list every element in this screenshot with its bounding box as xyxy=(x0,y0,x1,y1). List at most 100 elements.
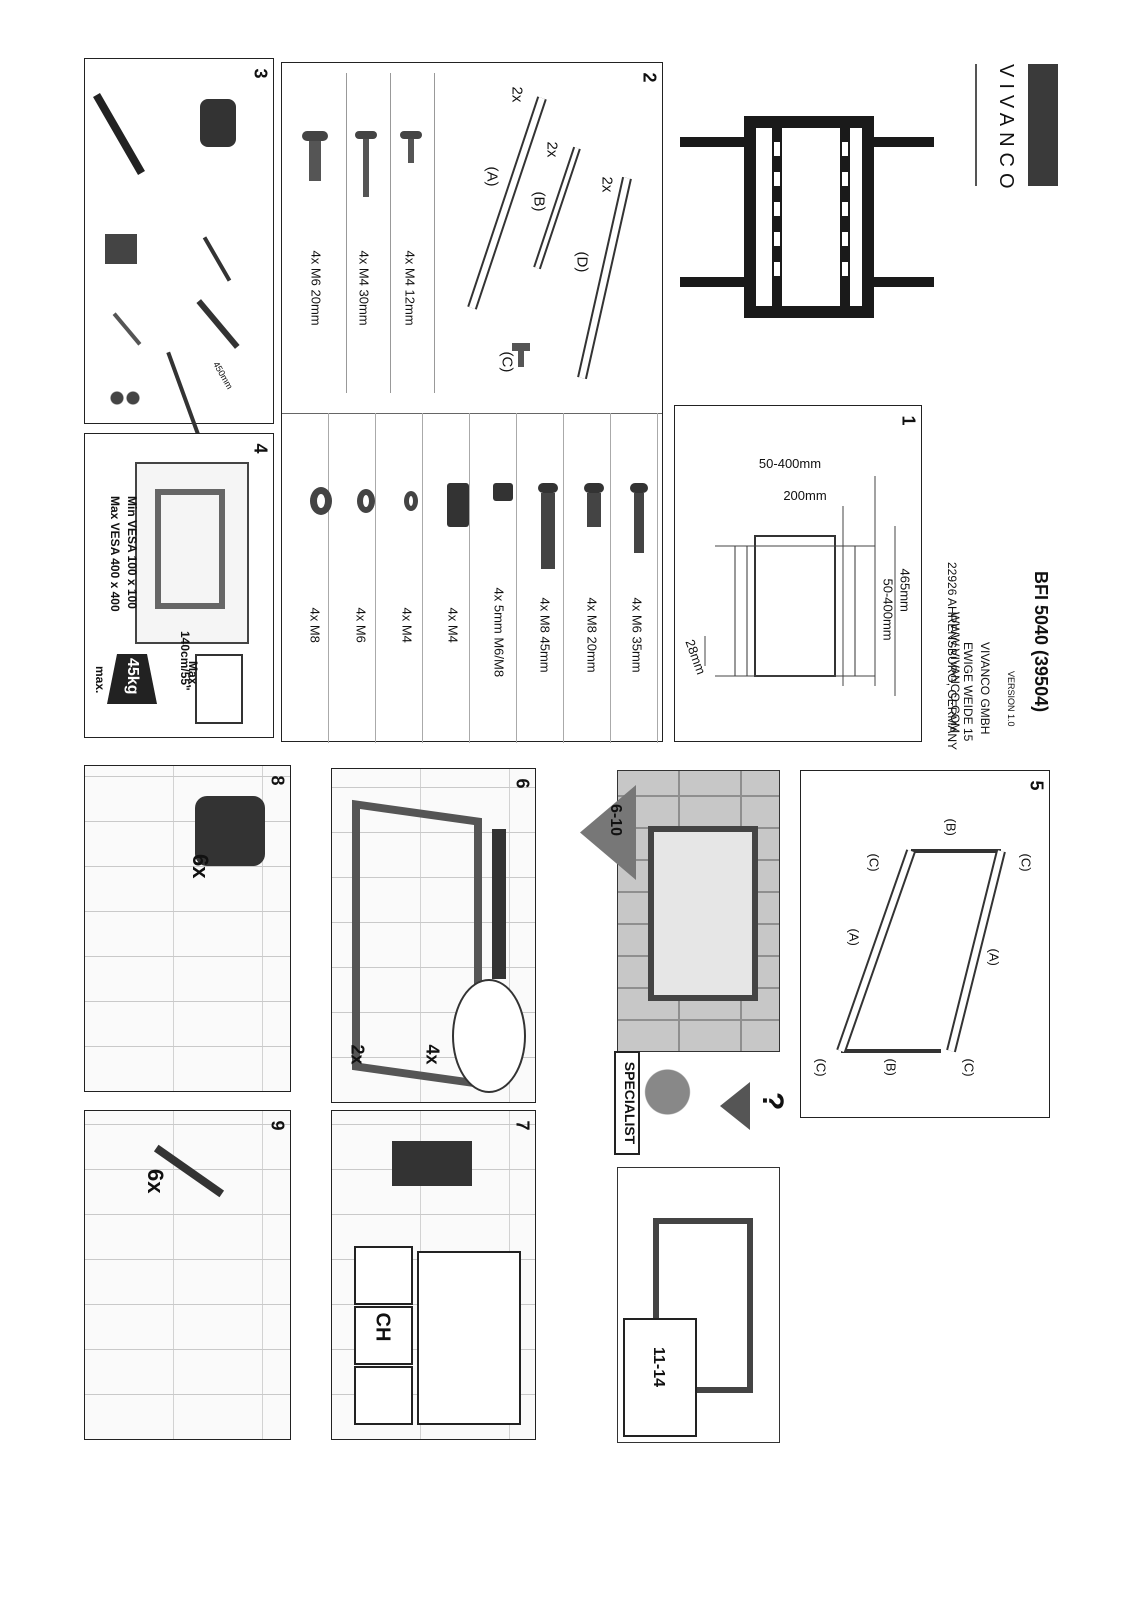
screw-m6-20-icon xyxy=(302,131,328,141)
dimension-diagram xyxy=(704,476,896,696)
dim-inner-label: 200mm xyxy=(783,488,827,503)
step-number: 3 xyxy=(250,68,271,79)
company-street: EWIGE WEIDE 15 xyxy=(961,642,975,742)
zoom-circle xyxy=(452,979,526,1093)
step-number: 2 xyxy=(639,72,660,83)
part-d-id: (D) xyxy=(573,251,591,273)
weight-max-label: max. xyxy=(93,666,107,694)
hardware-right-3: 4x M8 45mm xyxy=(537,597,553,673)
range-6-10-label: 6-10 xyxy=(607,804,624,837)
step-8-panel: 8 6x xyxy=(84,765,291,1092)
spirit-level-icon xyxy=(93,93,145,175)
step-9-panel: 9 6x xyxy=(84,1110,291,1440)
version-label: VERSION 1.0 xyxy=(1006,671,1016,727)
arrow-count-2x: 2x xyxy=(347,1044,368,1065)
part-label-c-bottom-right: (C) xyxy=(961,1058,977,1077)
stud-detector-icon xyxy=(392,1141,472,1186)
hardware-left-2: 4x M4 30mm xyxy=(356,250,372,326)
screw-m4-12-shaft xyxy=(408,139,414,163)
hardware-right-6: 4x M4 xyxy=(399,607,415,643)
hardware-col-left-2 xyxy=(390,73,391,393)
screen-size-icon xyxy=(195,654,243,724)
part-label-c-bottom-left: (C) xyxy=(813,1058,829,1077)
water-hazard-icon xyxy=(354,1366,413,1425)
hammer-icon xyxy=(196,299,240,349)
part-label-c-top-left: (C) xyxy=(866,853,882,872)
part-c-id: (C) xyxy=(498,351,516,373)
hardware-right-7: 4x M6 xyxy=(353,607,369,643)
step-number: 9 xyxy=(267,1120,288,1131)
model-title: BFI 5040 (39504) xyxy=(1031,571,1051,713)
two-persons-icon xyxy=(105,389,145,419)
screw-m4-30-icon xyxy=(355,131,377,139)
part-a-qty: 2x xyxy=(508,86,526,103)
dim-outer-label: 50-400mm xyxy=(758,456,822,471)
hardware-right-4: 4x 5mm M6/M8 xyxy=(491,587,507,678)
hardware-right-1: 4x M6 35mm xyxy=(629,597,645,673)
stud-detector-icon xyxy=(105,234,137,264)
screw-m4-30-shaft xyxy=(363,139,369,197)
part-b-id: (B) xyxy=(530,191,548,212)
hardware-left-3: 4x M6 20mm xyxy=(308,250,324,326)
assembly-diagram xyxy=(836,849,1006,1053)
washer-m6-icon xyxy=(357,489,375,513)
gas-hazard-box xyxy=(354,1306,413,1365)
drill-length-label: 450mm xyxy=(211,359,235,391)
drill-icon xyxy=(200,99,236,147)
step-1-panel: 1 50-400mm 200mm 465mm 50-400mm 28mm xyxy=(674,405,922,742)
hardware-right-grid xyxy=(282,413,662,743)
washer-m4-icon xyxy=(404,491,418,511)
screen-size-label: 140cm/55" xyxy=(178,631,192,691)
header-dark-bar xyxy=(1028,64,1058,186)
ch-label: CH xyxy=(371,1312,394,1342)
hardware-col-left-1 xyxy=(346,73,347,393)
part-label-c-top-right: (C) xyxy=(1018,853,1034,872)
tv-outline xyxy=(653,1218,753,1393)
step-2-panel: 2 2x (A) 2x (B) 2x (D) (C) 4x M4 12mm 4x… xyxy=(281,62,663,743)
spacer-m4-icon xyxy=(447,483,469,527)
part-d-qty: 2x xyxy=(598,176,616,193)
mount-product-image xyxy=(680,116,934,318)
range-11-14-label: 11-14 xyxy=(650,1347,667,1388)
arrow-count-4x: 4x xyxy=(422,1044,443,1065)
part-label-b-bottom: (B) xyxy=(883,1058,899,1076)
screw-m6-20-shaft xyxy=(309,141,321,181)
tv-illustration xyxy=(648,826,758,1001)
bolt-m6-35-shaft xyxy=(634,493,644,553)
hardware-right-2: 4x M8 20mm xyxy=(584,597,600,673)
hole-count-label: 6x xyxy=(188,854,213,879)
washer-m8-icon xyxy=(310,487,332,515)
parts-rails-illustration xyxy=(467,96,632,380)
part-label-b-top: (B) xyxy=(943,818,959,836)
company-name: VIVANCO GMBH xyxy=(978,642,992,735)
range-11-14-badge xyxy=(623,1318,697,1437)
power-hazard-icon xyxy=(354,1246,413,1305)
bolt-m6-35-icon xyxy=(630,483,648,493)
step-3-panel: 3 450mm xyxy=(84,58,274,457)
step-5-panel: 5 (B) (C) (C) (A) (A) (C) (B) (C) xyxy=(800,770,1050,1118)
drill-icon xyxy=(417,1251,521,1425)
wall-tv-illustration xyxy=(617,770,780,1052)
dim-vertical-label: 50-400mm xyxy=(880,578,896,641)
dim-height-label: 465mm xyxy=(897,568,913,612)
bolt-m8-20-shaft xyxy=(587,493,601,527)
step-number: 7 xyxy=(512,1120,533,1131)
company-web: WWW.VIVANCO.COM xyxy=(948,612,962,734)
step-6-panel: 6 4x 2x xyxy=(331,768,536,1103)
pencil-icon xyxy=(112,312,142,346)
part-label-a-right: (A) xyxy=(986,948,1002,966)
header-rule xyxy=(975,64,977,186)
vesa-min-label: Min VESA 100 x 100 xyxy=(125,496,139,609)
weight-value: 45kg xyxy=(124,658,141,695)
part-b-qty: 2x xyxy=(543,141,561,158)
spirit-level-icon xyxy=(492,829,506,979)
hardware-col-left-3 xyxy=(434,73,435,393)
anchor-count-label: 6x xyxy=(143,1169,168,1194)
hardware-right-5: 4x M4 xyxy=(445,607,461,643)
spacer-5mm-icon xyxy=(493,483,513,501)
brand-logo: VIVANCO xyxy=(995,64,1017,195)
question-warning-icon xyxy=(720,1082,750,1130)
tv-hang-illustration: 11-14 xyxy=(617,1167,780,1443)
question-mark: ? xyxy=(756,1092,789,1111)
bolt-m8-45-shaft xyxy=(541,493,555,569)
